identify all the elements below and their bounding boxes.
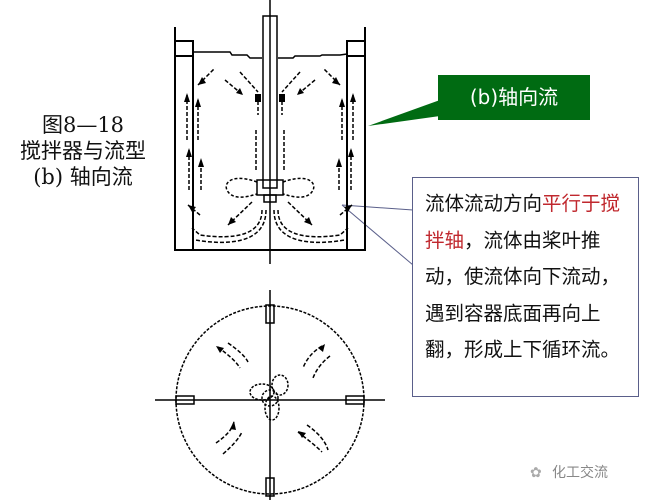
vessel-side-view	[174, 0, 366, 264]
callout-pointer	[341, 204, 414, 266]
green-label-pointer	[368, 100, 440, 126]
axial-flow-label: (b)轴向流	[438, 75, 590, 120]
arrowheads-side	[184, 77, 356, 225]
callout-text-part2: ，流体由桨叶推动，使流体向下流动，遇到容器底面再向上翻，形成上下循环流。	[425, 228, 621, 362]
figure-caption: 图8—18 搅拌器与流型 (b) 轴向流	[8, 112, 158, 190]
callout-text-highlight: 平行于搅拌轴	[425, 192, 621, 252]
vessel-top-view	[155, 290, 385, 500]
watermark-text: 化工交流	[552, 465, 608, 481]
caption-line-title: 搅拌器与流型	[20, 139, 146, 163]
description-callout: 流体流动方向平行于搅拌轴，流体由桨叶推动，使流体向下流动，遇到容器底面再向上翻，…	[412, 177, 639, 397]
wechat-icon: ✿	[530, 465, 542, 481]
caption-line-subtitle: (b) 轴向流	[33, 165, 133, 189]
caption-line-figure-number: 图8—18	[41, 113, 125, 137]
callout-text-part1: 流体流动方向	[425, 192, 543, 215]
watermark: ✿ 化工交流	[530, 462, 608, 482]
arrowheads-top	[216, 344, 325, 438]
